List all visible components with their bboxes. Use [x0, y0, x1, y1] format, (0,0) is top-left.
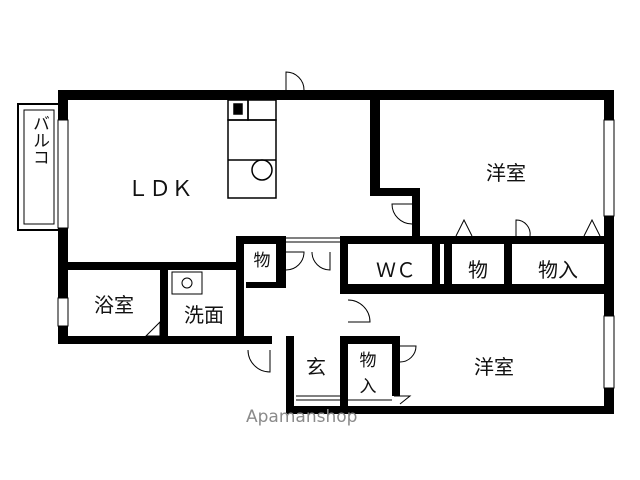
- storage-closet-label: 物入: [538, 258, 578, 282]
- windows: [57, 119, 615, 389]
- storage-small-label: 物: [254, 251, 271, 271]
- wc-label: ＷＣ: [376, 258, 416, 282]
- western-room-top-label: 洋室: [486, 161, 526, 185]
- entrance-label: 玄: [306, 355, 326, 379]
- watermark: Apamanshop: [246, 407, 357, 427]
- kitchen-counter: [227, 99, 277, 199]
- bath-label: 浴室: [94, 293, 134, 317]
- washbasin: [171, 271, 203, 295]
- ldk-label: ＬＤＫ: [127, 177, 193, 202]
- storage-mid-label: 物: [468, 258, 488, 282]
- balcony: [17, 103, 66, 231]
- exterior-walls: [58, 90, 614, 414]
- sliding-doors: [286, 237, 392, 401]
- western-room-bottom-label: 洋室: [474, 355, 514, 379]
- doors: [144, 71, 601, 405]
- storage-entry-top-label: 物: [360, 351, 377, 371]
- washroom-label: 洗面: [184, 303, 224, 327]
- interior-walls: [66, 98, 614, 408]
- balcony-label: バルコ: [29, 115, 49, 166]
- storage-entry-bottom-label: 入: [360, 377, 377, 397]
